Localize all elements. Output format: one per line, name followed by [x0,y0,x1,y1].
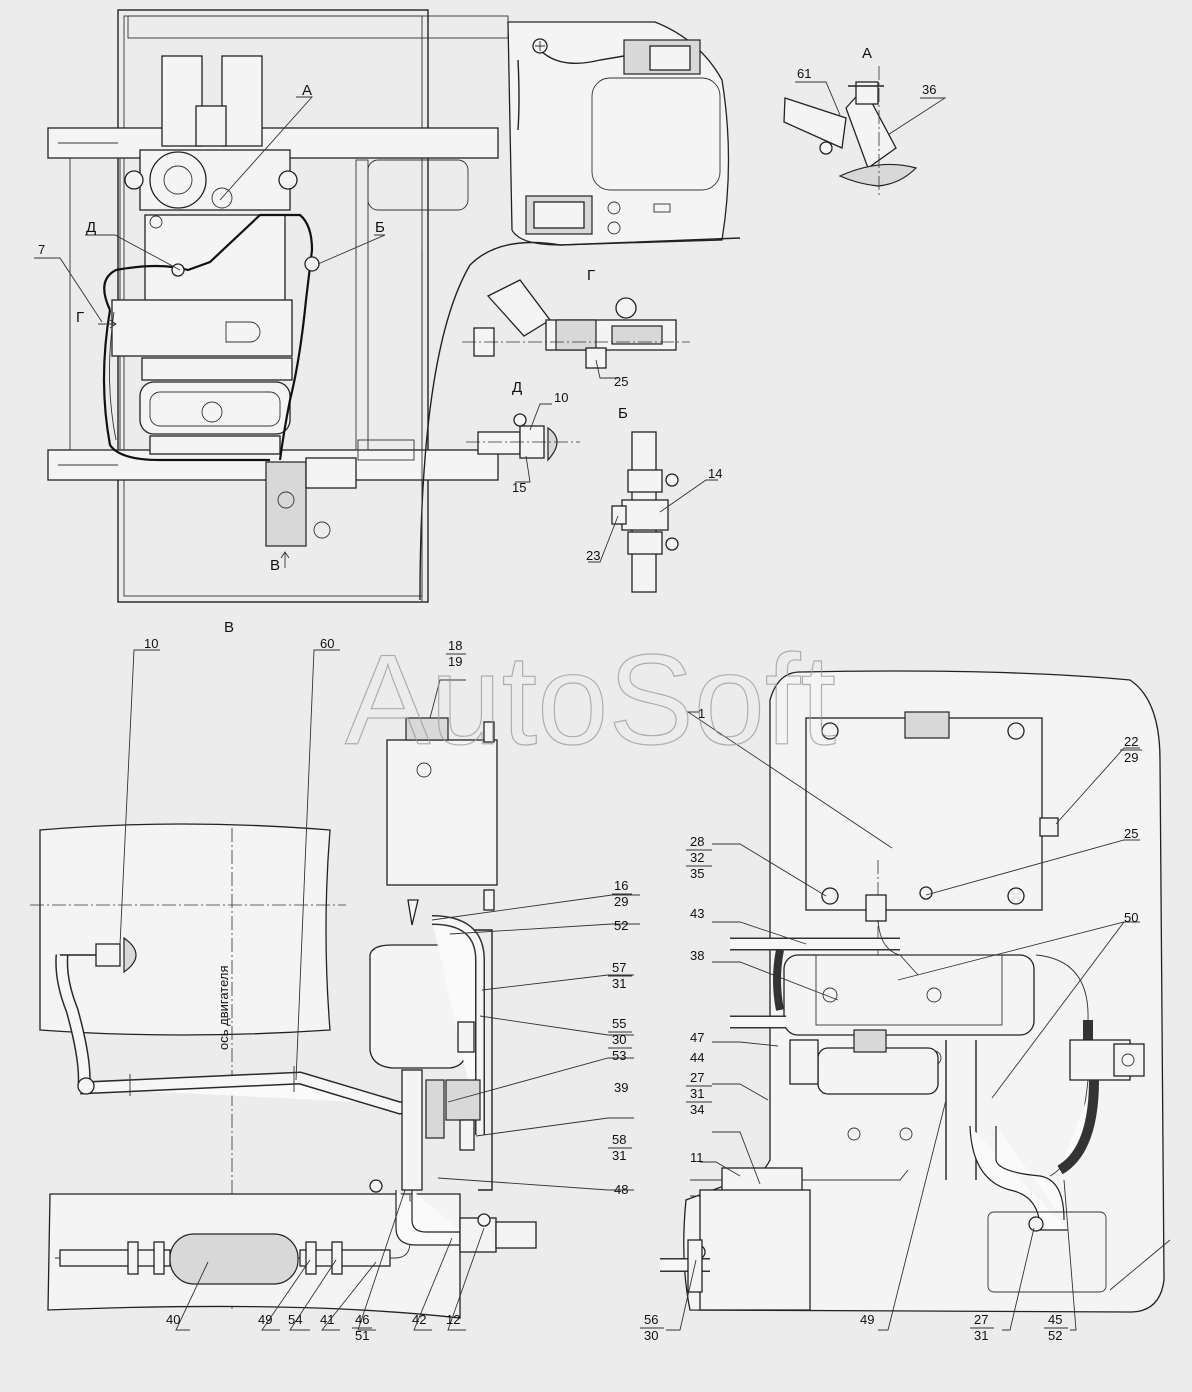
view-title-d: Д [512,379,522,396]
callout-42: 42 [412,1312,426,1327]
callout-12: 12 [446,1312,460,1327]
view-title-a: А [862,45,872,62]
view-label-b-plan: Б [375,219,385,236]
callout-25-g: 25 [614,374,628,389]
view-label-v-arrow: В [270,557,280,574]
view-label-a-plan: А [302,82,312,99]
view-right-assembly [660,670,1171,1313]
view-b-detail [588,431,718,593]
callout-54: 54 [288,1312,302,1327]
callout-30-a: 30 [612,1032,626,1047]
view-title-g: Г [587,267,595,284]
callout-31-b: 31 [612,1148,626,1163]
callout-7: 7 [38,242,45,257]
view-d-detail [466,403,580,483]
callout-48: 48 [614,1182,628,1197]
callout-19: 19 [448,654,462,669]
callout-10: 10 [144,636,158,651]
callout-56: 56 [644,1312,658,1327]
callout-44: 44 [690,1050,704,1065]
view-label-d-plan: Д [86,219,96,236]
view-title-v: В [224,619,234,636]
view-label-g-plan: Г [76,309,84,326]
callout-1: 1 [698,706,705,721]
callout-18: 18 [448,638,462,653]
callout-15: 15 [512,480,526,495]
callout-34: 34 [690,1102,704,1117]
view-a-detail [783,66,947,196]
callout-11: 11 [690,1150,704,1165]
callout-43: 43 [690,906,704,921]
callout-52-b: 52 [1048,1328,1062,1343]
callout-29-a: 29 [614,894,628,909]
callout-25: 25 [1124,826,1138,841]
callout-27-b: 27 [974,1312,988,1327]
callout-52: 52 [614,918,628,933]
view-title-b: Б [618,405,628,422]
engine-axis-label: ось двигателя [216,966,231,1051]
callout-57: 57 [612,960,626,975]
callout-31-c: 31 [690,1086,704,1101]
callout-41: 41 [320,1312,334,1327]
leaders-plan [34,96,386,323]
callout-39: 39 [614,1080,628,1095]
callout-14: 14 [708,466,722,481]
callout-31-a: 31 [612,976,626,991]
callout-30-b: 30 [644,1328,658,1343]
callout-35: 35 [690,866,704,881]
view-g-detail [462,279,690,379]
callout-27-a: 27 [690,1070,704,1085]
callout-60: 60 [320,636,334,651]
callout-45: 45 [1048,1312,1062,1327]
callout-51: 51 [355,1328,369,1343]
callout-47: 47 [690,1030,704,1045]
callout-23: 23 [586,548,600,563]
callout-61: 61 [797,66,811,81]
callout-10-d: 10 [554,390,568,405]
callout-31-d: 31 [974,1328,988,1343]
callout-16: 16 [614,878,628,893]
callout-55: 55 [612,1016,626,1031]
view-v-left [30,717,537,1319]
callout-53: 53 [612,1048,626,1063]
callout-50: 50 [1124,910,1138,925]
callout-28: 28 [690,834,704,849]
leaders-bottom [119,649,1140,1331]
plan-view [47,9,741,603]
callout-46: 46 [355,1312,369,1327]
callout-49-b: 49 [860,1312,874,1327]
watermark-text: AutoSoft [345,629,836,772]
callout-38: 38 [690,948,704,963]
callout-49-a: 49 [258,1312,272,1327]
callout-22: 22 [1124,734,1138,749]
callout-36: 36 [922,82,936,97]
callout-32: 32 [690,850,704,865]
callout-29-b: 29 [1124,750,1138,765]
callout-40: 40 [166,1312,180,1327]
callout-58: 58 [612,1132,626,1147]
